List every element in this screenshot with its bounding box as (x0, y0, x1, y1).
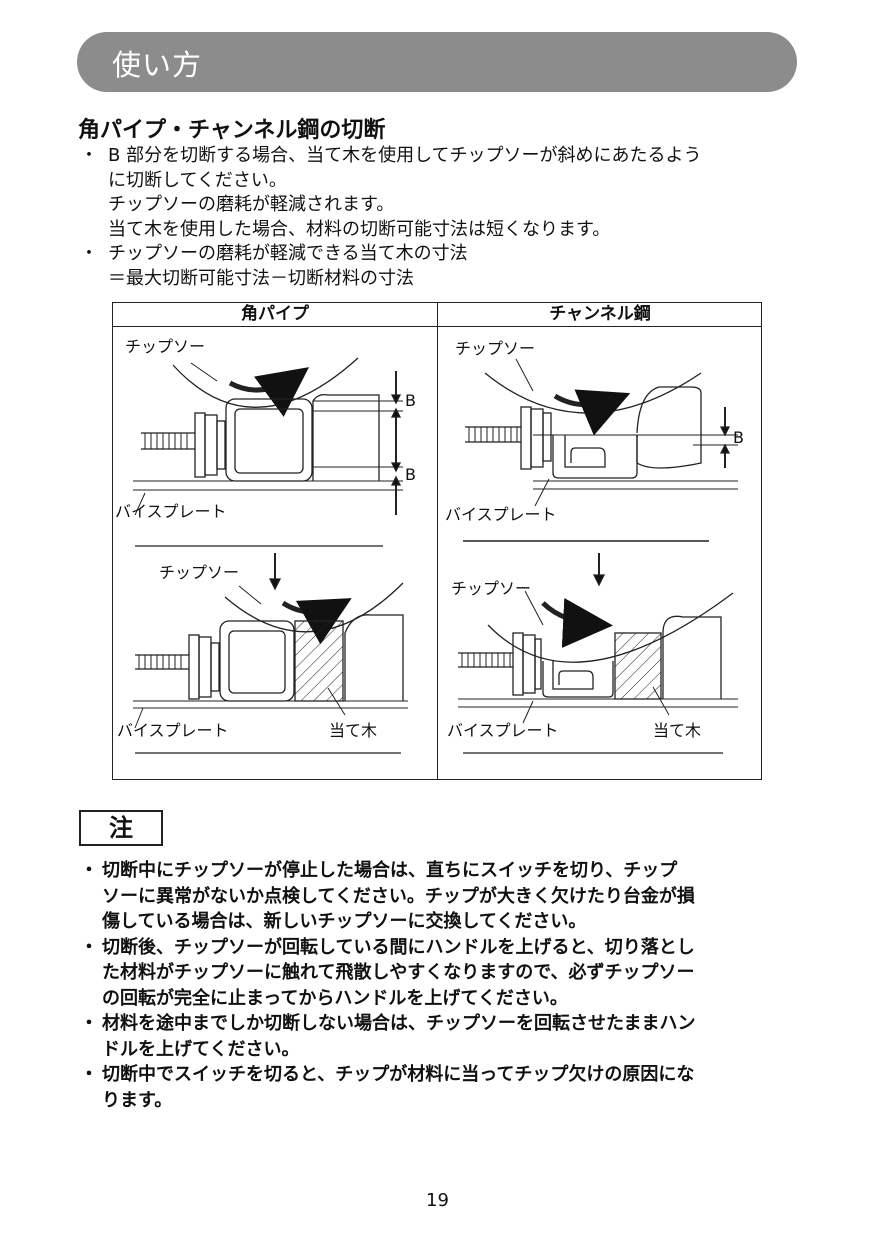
tip-saw-label: チップソー (159, 563, 240, 582)
cutting-diagram (133, 357, 738, 754)
column-header-square-pipe: 角パイプ (241, 304, 309, 324)
note-marker: ・ (80, 860, 98, 881)
tip-saw-label: チップソー (451, 579, 532, 598)
channel-steel-after-diagram (458, 553, 738, 724)
bullet-item: ・ B 部分を切断する場合、当て木を使用してチップソーが斜めにあたるよう に切断… (80, 144, 800, 242)
note-line: 切断中でスイッチを切ると、チップが材料に当ってチップ欠けの原因にな (102, 1064, 695, 1085)
cutting-figure-table: 角パイプ チャンネル鋼 (112, 302, 762, 780)
note-line: 傷している場合は、新しいチップソーに交換してください。 (102, 911, 587, 932)
vise-plate-label: バイスプレート (115, 502, 227, 521)
page-number: 19 (426, 1190, 449, 1211)
note-line: 切断後、チップソーが回転している間にハンドルを上げると、切り落とし (102, 936, 695, 958)
b-dimension-label: B (405, 465, 416, 484)
note-heading: 注 (79, 810, 163, 846)
bullet-line: チップソーの磨耗が軽減されます。 (108, 194, 395, 215)
b-dimension-label: B (405, 391, 416, 410)
note-item: ・ 切断中でスイッチを切ると、チップが材料に当ってチップ欠けの原因にな ります。 (80, 1062, 795, 1113)
header-divider (113, 326, 761, 328)
bullet-line: チップソーの磨耗が軽減できる当て木の寸法 (108, 243, 468, 264)
ate-gi-label: 当て木 (653, 721, 702, 740)
note-line: の回転が完全に止まってからハンドルを上げてください。 (102, 987, 568, 1009)
ate-gi-label: 当て木 (329, 721, 378, 740)
section-title: 角パイプ・チャンネル鋼の切断 (78, 118, 386, 143)
bullet-line: に切断してください。 (108, 169, 287, 191)
note-item: ・ 切断中にチップソーが停止した場合は、直ちにスイッチを切り、チップ ソーに異常… (80, 858, 795, 935)
square-pipe-before-diagram (133, 357, 403, 516)
bullet-line: B 部分を切断する場合、当て木を使用してチップソーが斜めにあたるよう (108, 145, 702, 166)
note-line: た材料がチップソーに触れて飛散しやすくなりますので、必ずチップソー (102, 962, 695, 983)
note-marker: ・ (80, 936, 98, 958)
b-dimension-label: B (733, 428, 744, 447)
bullet-line: 当て木を使用した場合、材料の切断可能寸法は短くなります。 (108, 218, 611, 240)
note-item: ・ 切断後、チップソーが回転している間にハンドルを上げると、切り落とし た材料が… (80, 935, 795, 1012)
note-line: 材料を途中までしか切断しない場合は、チップソーを回転させたままハン (102, 1013, 696, 1034)
note-line: ドルを上げてください。 (102, 1038, 300, 1060)
note-line: ソーに異常がないか点検してください。チップが大きく欠けたり台金が損 (102, 885, 695, 907)
note-marker: ・ (80, 1064, 98, 1085)
note-line: 切断中にチップソーが停止した場合は、直ちにスイッチを切り、チップ (102, 860, 678, 881)
bullet-marker: ・ (80, 243, 98, 264)
channel-steel-before-diagram (465, 358, 738, 507)
note-line: ります。 (102, 1089, 173, 1111)
tip-saw-label: チップソー (125, 337, 206, 356)
note-marker: ・ (80, 1013, 98, 1034)
bullet-line: ＝最大切断可能寸法－切断材料の寸法 (108, 267, 414, 289)
bullet-item: ・ チップソーの磨耗が軽減できる当て木の寸法 ＝最大切断可能寸法－切断材料の寸法 (80, 242, 800, 291)
header-bar: 使い方 (77, 32, 797, 92)
tip-saw-label: チップソー (455, 339, 536, 358)
vise-plate-label: バイスプレート (447, 721, 559, 740)
column-divider (437, 303, 439, 779)
vise-plate-label: バイスプレート (445, 505, 557, 524)
note-item: ・ 材料を途中までしか切断しない場合は、チップソーを回転させたままハン ドルを上… (80, 1011, 795, 1062)
bullet-marker: ・ (80, 145, 98, 166)
column-header-channel-steel: チャンネル鋼 (549, 304, 651, 324)
square-pipe-after-diagram (133, 553, 408, 729)
note-list: ・ 切断中にチップソーが停止した場合は、直ちにスイッチを切り、チップ ソーに異常… (80, 858, 795, 1113)
vise-plate-label: バイスプレート (117, 721, 229, 740)
page-title: 使い方 (112, 48, 203, 82)
intro-bullet-list: ・ B 部分を切断する場合、当て木を使用してチップソーが斜めにあたるよう に切断… (80, 144, 800, 291)
